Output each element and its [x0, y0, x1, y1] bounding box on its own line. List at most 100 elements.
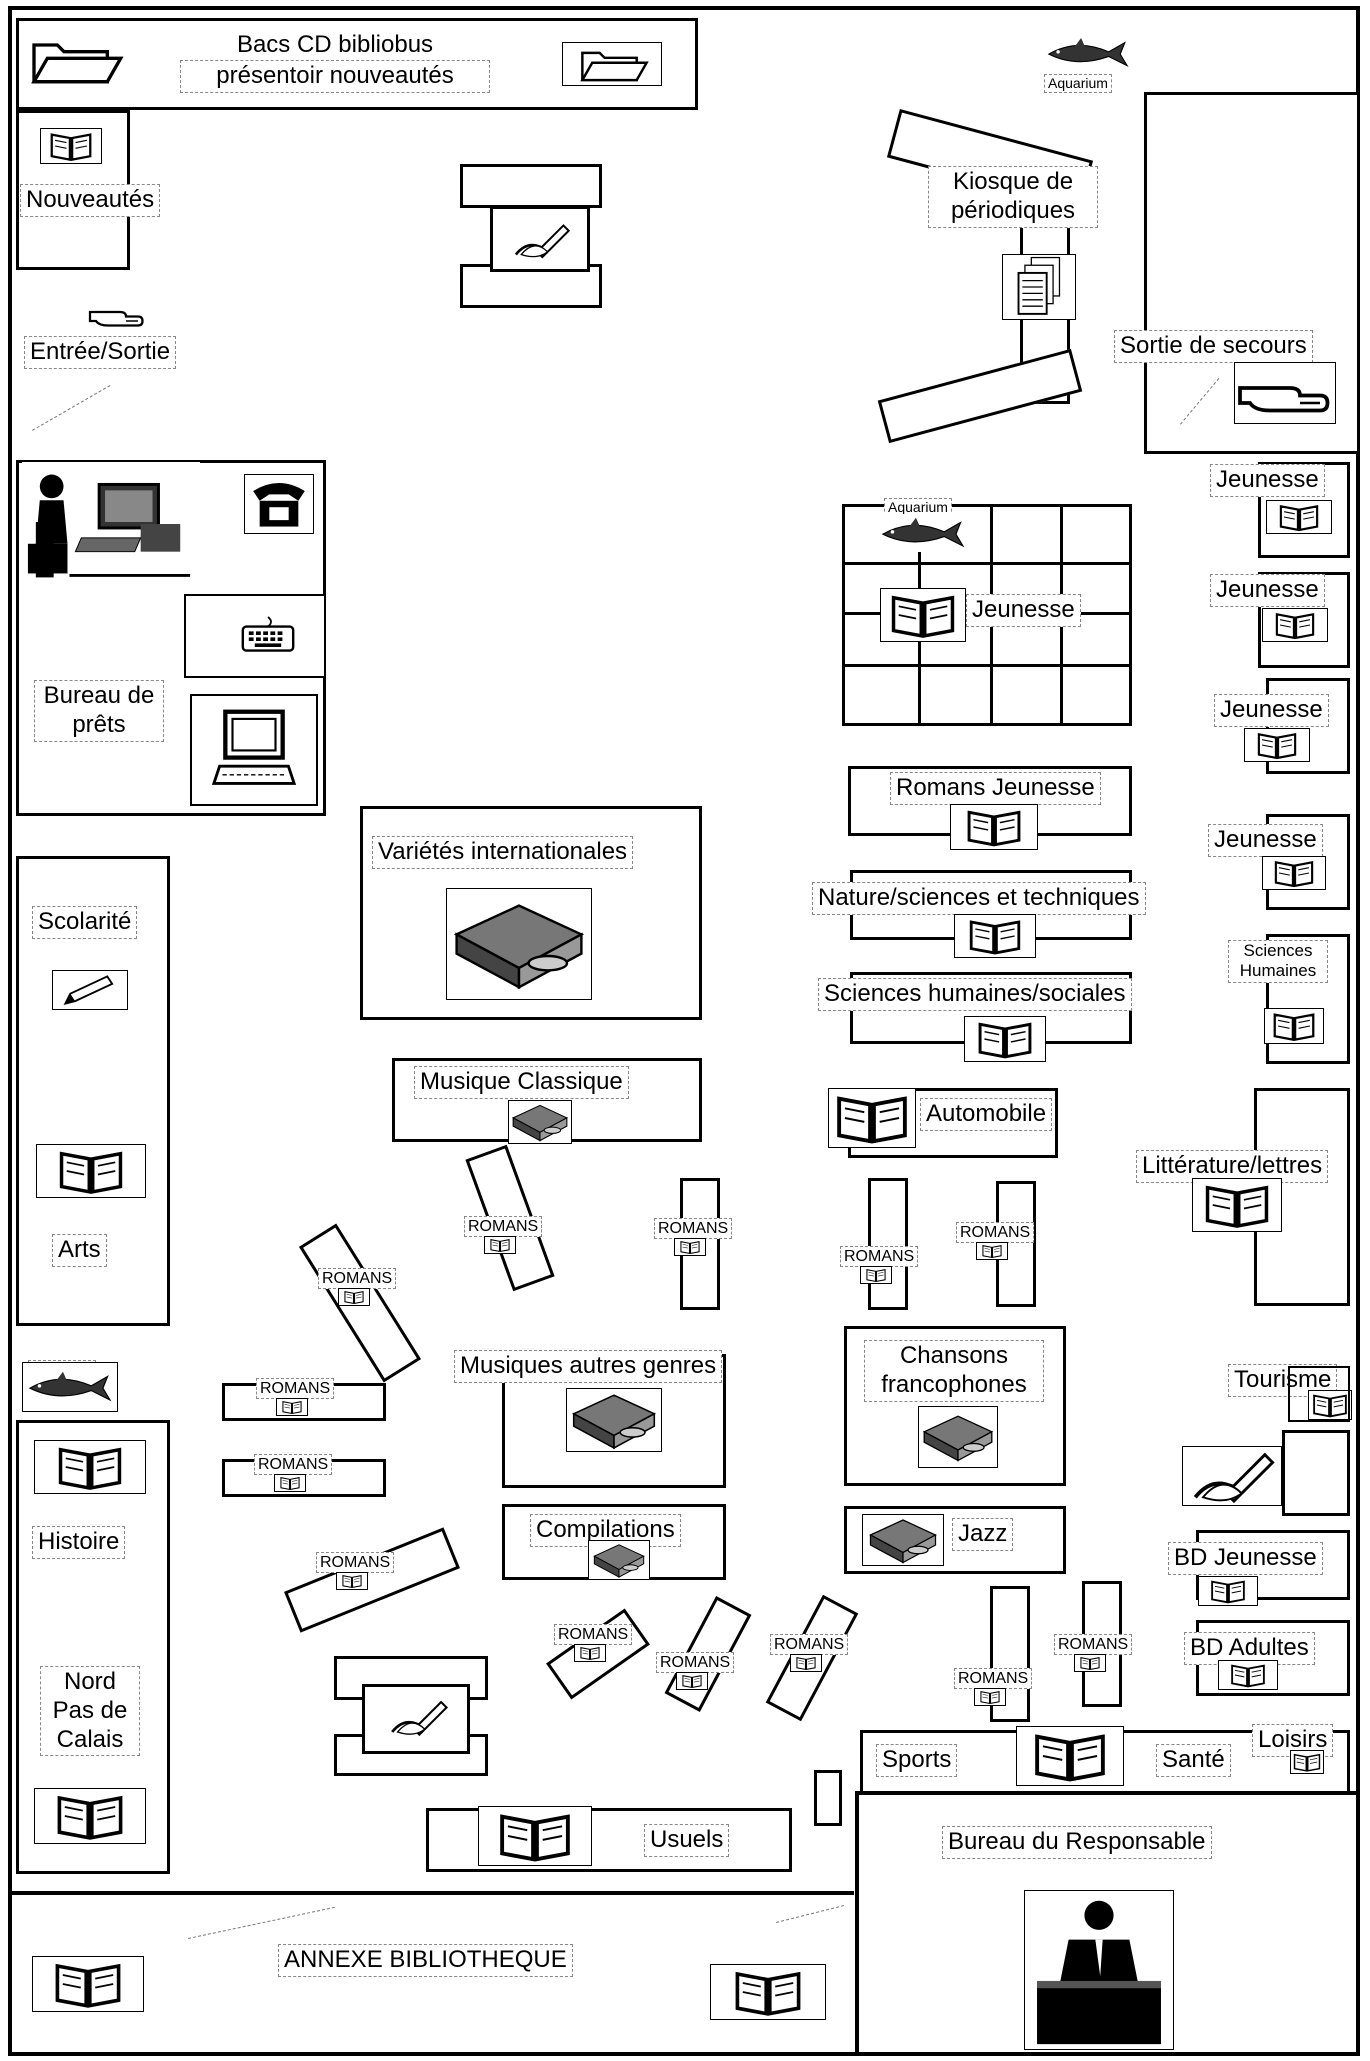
youth-grid-line	[842, 562, 1132, 565]
telephone-icon	[244, 474, 314, 534]
romans-jeunesse-label: Romans Jeunesse	[890, 772, 1101, 805]
nouveautes-label: Nouveautés	[20, 184, 161, 217]
romans-label: ROMANS	[318, 1268, 397, 1290]
romans-label: ROMANS	[656, 1652, 735, 1674]
open-book-icon	[34, 1788, 146, 1844]
pointing-hand-icon	[72, 300, 162, 330]
open-book-icon	[950, 804, 1038, 850]
cd-player-icon	[862, 1514, 944, 1566]
compilations-label: Compilations	[530, 1514, 681, 1547]
nord-pas-de-calais-label: Nord Pas de Calais	[40, 1666, 140, 1757]
aquarium-label: Aquarium	[1044, 74, 1112, 93]
litterature-label: Littérature/lettres	[1136, 1150, 1329, 1183]
nature-sciences-label: Nature/sciences et techniques	[812, 882, 1146, 915]
musique-classique-label: Musique Classique	[414, 1066, 629, 1099]
usuels-label: Usuels	[644, 1824, 730, 1857]
outer-wall	[8, 6, 1360, 2056]
open-book-icon	[36, 1144, 146, 1198]
open-book-icon	[1192, 1178, 1282, 1232]
novels-shelf	[868, 1178, 908, 1310]
open-book-icon	[974, 1688, 1006, 1706]
open-book-icon	[32, 1956, 144, 2012]
open-book-icon	[1244, 728, 1310, 762]
chansons-francophones-label: Chansons francophones	[864, 1340, 1044, 1402]
romans-label: ROMANS	[464, 1216, 543, 1238]
pointing-hand-icon	[1234, 362, 1336, 424]
open-book-icon	[860, 1266, 892, 1284]
clerk-at-computer-icon	[22, 462, 200, 586]
bureau-responsable-label: Bureau du Responsable	[942, 1826, 1212, 1859]
bd-jeunesse-label: BD Jeunesse	[1168, 1542, 1323, 1575]
open-book-icon	[1290, 1750, 1324, 1774]
bd-adultes-label: BD Adultes	[1184, 1632, 1315, 1665]
romans-label: ROMANS	[316, 1552, 395, 1574]
arts-label: Arts	[52, 1234, 107, 1267]
sante-label: Santé	[1156, 1744, 1231, 1777]
open-book-icon	[276, 1398, 308, 1416]
aquarium-label: Aquarium	[884, 498, 952, 517]
open-book-icon	[1074, 1654, 1106, 1672]
romans-label: ROMANS	[554, 1624, 633, 1646]
fish-icon	[876, 514, 970, 552]
romans-label: ROMANS	[256, 1378, 335, 1400]
office-wall-left	[855, 1791, 859, 2056]
folder-icon	[562, 42, 662, 86]
open-book-icon	[1218, 1660, 1278, 1690]
keyboard-icon	[238, 612, 298, 658]
open-book-icon	[828, 1088, 916, 1148]
open-book-icon	[478, 1806, 592, 1866]
jeunesse-shelf-3-label: Jeunesse	[1214, 694, 1329, 727]
open-book-icon	[1016, 1726, 1124, 1786]
romans-label: ROMANS	[1054, 1634, 1133, 1656]
reading-table-top-1	[460, 164, 602, 208]
bacs-cd-label-line2: présentoir nouveautés	[180, 60, 490, 93]
pencil-icon	[52, 970, 128, 1010]
romans-label: ROMANS	[770, 1634, 849, 1656]
reading-table-right	[1282, 1430, 1350, 1516]
open-book-icon	[34, 1440, 146, 1494]
open-book-icon	[976, 1242, 1008, 1260]
cd-player-icon	[918, 1406, 998, 1468]
tourism-shelf	[1288, 1366, 1350, 1422]
open-book-icon	[674, 1238, 706, 1256]
kiosque-label: Kiosque de périodiques	[928, 166, 1098, 228]
romans-label: ROMANS	[654, 1218, 733, 1240]
open-book-icon	[676, 1672, 708, 1690]
small-cabinet	[814, 1770, 842, 1826]
open-book-icon	[274, 1474, 306, 1492]
bacs-cd-label-line1: Bacs CD bibliobus	[180, 30, 490, 61]
open-book-icon	[1266, 500, 1332, 534]
open-book-icon	[1264, 1008, 1324, 1044]
cd-player-icon	[508, 1100, 572, 1144]
histoire-label: Histoire	[32, 1526, 126, 1559]
cd-player-icon	[446, 888, 592, 1000]
romans-label: ROMANS	[254, 1454, 333, 1476]
open-book-icon	[1262, 856, 1326, 890]
open-book-icon	[338, 1288, 370, 1306]
cd-player-icon	[566, 1388, 662, 1452]
jeunesse-shelf-1-label: Jeunesse	[1210, 464, 1325, 497]
fish-icon	[22, 1362, 118, 1412]
fish-icon	[1042, 32, 1134, 74]
bureau-prets-label: Bureau de prêts	[34, 680, 164, 742]
open-book-icon	[710, 1964, 826, 2020]
emergency-exit-label: Sortie de secours	[1114, 330, 1313, 363]
open-book-icon	[880, 588, 966, 642]
sciences-humaines-small-label: Sciences Humaines	[1228, 940, 1328, 983]
jeunesse-shelf-4-label: Jeunesse	[1208, 824, 1323, 857]
varietes-label: Variétés internationales	[372, 836, 634, 869]
writing-hand-icon	[1182, 1446, 1282, 1506]
jeunesse-grid-label: Jeunesse	[966, 594, 1081, 627]
newspaper-icon	[1002, 254, 1076, 320]
writing-hand-icon	[508, 220, 574, 260]
open-book-icon	[1198, 1576, 1258, 1606]
computer-icon	[204, 706, 304, 792]
romans-label: ROMANS	[954, 1668, 1033, 1690]
romans-label: ROMANS	[840, 1246, 919, 1268]
open-book-icon	[336, 1572, 368, 1590]
folder-icon	[24, 30, 124, 90]
manager-at-desk-icon	[1024, 1890, 1174, 2050]
youth-grid-line	[842, 664, 1132, 667]
tourisme-label: Tourisme	[1228, 1364, 1338, 1397]
